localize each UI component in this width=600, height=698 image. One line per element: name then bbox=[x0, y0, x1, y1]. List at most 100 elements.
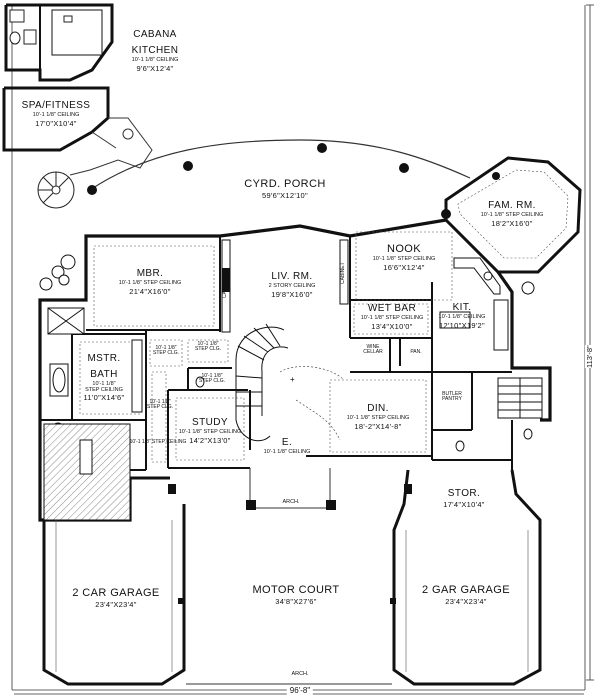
spa-fitness-name: SPA/FITNESS bbox=[21, 100, 91, 111]
pan-name: PAN. bbox=[410, 349, 422, 355]
motor-court-dims: 34'8"X27'6" bbox=[275, 597, 317, 606]
mstr-bath-ceiling-1: 10'-1 1/8" bbox=[92, 381, 116, 387]
cabinet-left-text: CABINET bbox=[222, 276, 228, 298]
cabana-kitchen-label: CABANA KITCHEN 10'-1 1/8" CEILING 9'6"X1… bbox=[132, 25, 179, 72]
cabana-kitchen-dims: 9'6"X12'4" bbox=[136, 63, 174, 73]
cyrd-porch-label: CYRD. PORCH 59'6"X12'10" bbox=[244, 175, 325, 200]
wet-bar-name: WET BAR bbox=[367, 303, 417, 314]
nook-ceiling: 10'-1 1/8" STEP CEILING bbox=[372, 256, 436, 262]
wet-bar-dims: 13'4"X10'0" bbox=[371, 321, 413, 331]
liv-rm-ceiling: 2 STORY CEILING bbox=[268, 283, 316, 289]
arch-top-text: ARCH. bbox=[282, 499, 300, 505]
hall-ceiling-label: 10'-1 1/8" STEP CEILING bbox=[129, 439, 187, 445]
garage-left-label: 2 CAR GARAGE 23'4"X23'4" bbox=[72, 584, 159, 609]
din-ceiling: 10'-1 1/8" STEP CEILING bbox=[346, 415, 410, 421]
stor-label: STOR. 17'4"X10'4" bbox=[443, 484, 485, 509]
fam-rm-ceiling: 10'-1 1/8" STEP CEILING bbox=[480, 212, 544, 218]
cabana-kitchen-name-2: KITCHEN bbox=[131, 45, 179, 56]
cyrd-porch-name: CYRD. PORCH bbox=[244, 178, 326, 190]
butler-pantry-line-1: BUTLER bbox=[442, 391, 462, 397]
family-room-walls bbox=[444, 156, 582, 274]
garage-right-walls bbox=[392, 469, 542, 686]
entry-piers bbox=[168, 484, 412, 604]
mbr-dims: 21'4"X16'0" bbox=[129, 286, 171, 296]
powder-fixtures bbox=[195, 376, 533, 452]
porch-arc bbox=[89, 139, 471, 191]
hall-ceiling-text: 10'-1 1/8" STEP CEILING bbox=[129, 439, 187, 445]
wic-right-line-1: 10'-1 1/8" bbox=[149, 399, 171, 405]
foyer-ceiling bbox=[279, 366, 345, 381]
cabinetry bbox=[221, 239, 349, 333]
mstr-bath-label: MSTR. BATH 10'-1 1/8" STEP CEILING 11'0"… bbox=[84, 349, 125, 402]
wic-right-label: 10'-1 1/8" STEP CLG. bbox=[146, 399, 174, 411]
spa-fitness-label: SPA/FITNESS 10'-1 1/8" CEILING 17'0"X10'… bbox=[22, 96, 91, 127]
butler-pantry-label: BUTLER PANTRY bbox=[442, 391, 462, 403]
family-room-ceiling bbox=[457, 169, 569, 259]
entry-label: E. 10'-1 1/8" CEILING bbox=[264, 433, 311, 456]
pan-label: PAN. bbox=[410, 349, 422, 355]
wine-cellar-label: WINE CELLAR bbox=[363, 344, 383, 356]
foyer-center-mark: + bbox=[290, 375, 295, 384]
spiral-stair bbox=[37, 171, 75, 209]
din-name: DIN. bbox=[367, 403, 389, 414]
yard-planter bbox=[79, 439, 93, 475]
study-closet-line-2: STEP CLG. bbox=[198, 378, 226, 385]
wic-corner-line-2: STEP CLG. bbox=[194, 346, 222, 353]
study-dims: 14'2"X13'0" bbox=[189, 435, 231, 445]
kit-ceiling: 10'-1 1/8" CEILING bbox=[438, 314, 486, 320]
kit-dims: 12'10"X19'2" bbox=[439, 320, 485, 330]
stor-name: STOR. bbox=[447, 488, 481, 499]
foyer-ceiling-curve bbox=[295, 399, 341, 441]
overall-width-label: 96'-8" bbox=[286, 686, 314, 696]
garage-left-walls bbox=[42, 476, 186, 686]
wic-right-line-2: STEP CLG. bbox=[146, 404, 174, 411]
mstr-bath-name-1: MSTR. bbox=[87, 353, 121, 364]
garage-right-dims: 23'4"X23'4" bbox=[445, 597, 487, 606]
mstr-bath-ceiling-2: STEP CEILING bbox=[85, 386, 123, 393]
mstr-bath-dims: 11'0"X14'6" bbox=[83, 393, 125, 402]
wic-corner-line-1: 10'-1 1/8" bbox=[197, 341, 219, 347]
wic-corner-label: 10'-1 1/8" STEP CLG. bbox=[194, 341, 222, 353]
kitchen-counters bbox=[439, 257, 509, 351]
liv-rm-label: LIV. RM. 2 STORY CEILING 19'8"X16'0" bbox=[269, 267, 316, 298]
overall-width-text: 96'-8" bbox=[289, 686, 311, 695]
nook-name: NOOK bbox=[386, 243, 421, 255]
wine-cellar-line-2: CELLAR bbox=[363, 349, 383, 356]
grand-stair bbox=[235, 323, 289, 442]
garage-right-label: 2 GAR GARAGE 23'4"X23'4" bbox=[422, 581, 510, 606]
study-name: STUDY bbox=[192, 417, 228, 428]
mstr-bath-name-2: BATH bbox=[90, 369, 118, 380]
wic-left-label: 10'-1 1/8" STEP CLG. bbox=[153, 345, 179, 357]
din-label: DIN. 10'-1 1/8" STEP CEILING 18'-2"X14'-… bbox=[347, 399, 410, 430]
arch-bottom-text: ARCH. bbox=[291, 671, 309, 677]
nook-label: NOOK 10'-1 1/8" STEP CEILING 16'6"X12'4" bbox=[373, 240, 436, 271]
wic-left-line-1: 10'-1 1/8" bbox=[155, 345, 177, 351]
fam-rm-dims: 18'2"X16'0" bbox=[491, 218, 533, 228]
fam-rm-name: FAM. RM. bbox=[488, 200, 536, 211]
study-closet-line-1: 10'-1 1/8" bbox=[201, 373, 223, 379]
shrubs bbox=[39, 254, 535, 295]
liv-rm-name: LIV. RM. bbox=[271, 271, 313, 282]
arch-top-label: ARCH. bbox=[282, 499, 300, 506]
porch-columns bbox=[87, 143, 500, 219]
kit-label: KIT. 10'-1 1/8" CEILING 12'10"X19'2" bbox=[439, 298, 486, 329]
cabinet-left-label: CABINET bbox=[222, 276, 228, 298]
study-ceiling: 10'-1 1/8" STEP CEILING bbox=[178, 429, 242, 435]
overall-depth-label: 113'-8" bbox=[585, 345, 594, 368]
interior-walls bbox=[40, 236, 513, 471]
wet-bar-label: WET BAR 10'-1 1/8" STEP CEILING 13'4"X10… bbox=[361, 299, 424, 330]
butler-pantry-line-2: PANTRY bbox=[442, 396, 462, 403]
motor-court-name: MOTOR COURT bbox=[252, 584, 340, 596]
rear-stair bbox=[497, 377, 543, 419]
cabinet-right-text: CABINET bbox=[340, 262, 346, 284]
cyrd-porch-dims: 59'6"X12'10" bbox=[262, 191, 308, 200]
mbr-ceiling: 10'-1 1/8" STEP CEILING bbox=[118, 280, 182, 286]
fam-rm-label: FAM. RM. 10'-1 1/8" STEP CEILING 18'2"X1… bbox=[481, 196, 544, 227]
mbr-name: MBR. bbox=[136, 268, 164, 279]
garage-left-dims: 23'4"X23'4" bbox=[95, 600, 137, 609]
entry-name: E. bbox=[281, 437, 293, 448]
liv-rm-dims: 19'8"X16'0" bbox=[271, 289, 313, 299]
study-closet-label: 10'-1 1/8" STEP CLG. bbox=[198, 373, 226, 385]
closets bbox=[79, 231, 453, 463]
din-dims: 18'-2"X14'-8" bbox=[354, 421, 402, 431]
